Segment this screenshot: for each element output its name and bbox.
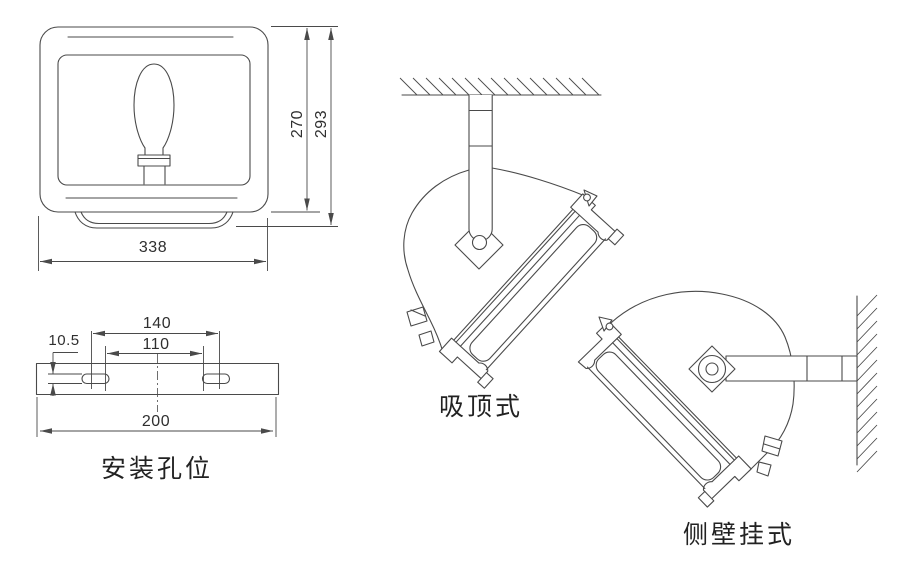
mounting-plate-figure: 140 110 10.5 200 安装孔位 — [35, 315, 280, 483]
mounting-slot-left — [81, 373, 110, 385]
mounting-plate-label: 安装孔位 — [101, 455, 213, 483]
pivot-bolt-wall — [705, 362, 719, 376]
dim-text-inner-height: 270 — [289, 110, 306, 138]
wall-hatching — [856, 294, 878, 473]
frame-foot-near — [607, 228, 625, 246]
dim-text-slot-width: 10.5 — [48, 332, 79, 349]
extension-lines-110 — [105, 346, 204, 391]
ceiling-face-frame — [438, 193, 625, 389]
frame-end-cap-far — [438, 337, 489, 380]
frame-glass-strip — [595, 351, 722, 481]
frame-foot-far — [477, 372, 494, 389]
extension-lines-width — [38, 216, 268, 271]
arm-segment-lines — [806, 355, 843, 382]
ceiling-mount-label: 吸顶式 — [439, 393, 523, 421]
ceiling-lamp-body — [403, 166, 586, 353]
ceiling-hatching — [399, 77, 600, 96]
front-view-figure: 270 293 338 — [38, 26, 338, 271]
ceiling-hinge-pin — [583, 193, 591, 202]
wall-face-frame — [577, 320, 752, 508]
wall-mount-label: 侧壁挂式 — [683, 521, 795, 549]
frame-end-cap-far — [702, 455, 752, 500]
bulb-collar — [137, 154, 171, 167]
mounting-slot-right — [201, 373, 231, 385]
lamp-housing-outline — [39, 26, 269, 213]
wall-arm — [725, 355, 858, 382]
frame-end-cap-hinge — [577, 320, 622, 370]
frame-foot-far — [697, 490, 715, 508]
extension-lines-slot-width — [48, 373, 82, 384]
stem-segment-lines — [468, 109, 493, 147]
frame-glass-strip — [469, 223, 598, 362]
dim-text-hole-spacing-outer: 140 — [143, 315, 171, 332]
lamp-bulb — [133, 63, 175, 156]
ceiling-body-latch-1-line — [410, 309, 426, 317]
dim-text-plate-length: 200 — [142, 413, 170, 430]
extension-lines-200 — [36, 397, 277, 437]
frame-rails — [586, 338, 735, 490]
wall-mount-figure: 侧壁挂式 — [577, 290, 878, 549]
wall-hinge-pin — [605, 322, 614, 331]
frame-end-cap-near — [570, 193, 617, 241]
mounting-stem — [468, 95, 493, 242]
pivot-bolt-ceiling — [471, 234, 488, 251]
glass-window-outline — [57, 54, 251, 186]
ceiling-body-latch-2 — [418, 330, 435, 347]
wall-body-latch-1-line — [763, 443, 781, 450]
visor-outer-curve — [74, 211, 234, 229]
ceiling-body-latch-1 — [406, 306, 428, 327]
dim-text-overall-height: 293 — [313, 110, 330, 138]
bulb-stem — [143, 165, 166, 185]
extension-lines-140 — [91, 331, 220, 389]
leader-10-5 — [52, 352, 78, 362]
ceiling-mount-figure: 吸顶式 — [399, 77, 625, 421]
wall-body-latch-2 — [756, 461, 772, 477]
dim-text-hole-spacing-inner: 110 — [142, 336, 169, 353]
frame-rails — [455, 210, 606, 371]
dim-text-width: 338 — [139, 239, 167, 256]
visor-inner-curve — [80, 211, 228, 225]
